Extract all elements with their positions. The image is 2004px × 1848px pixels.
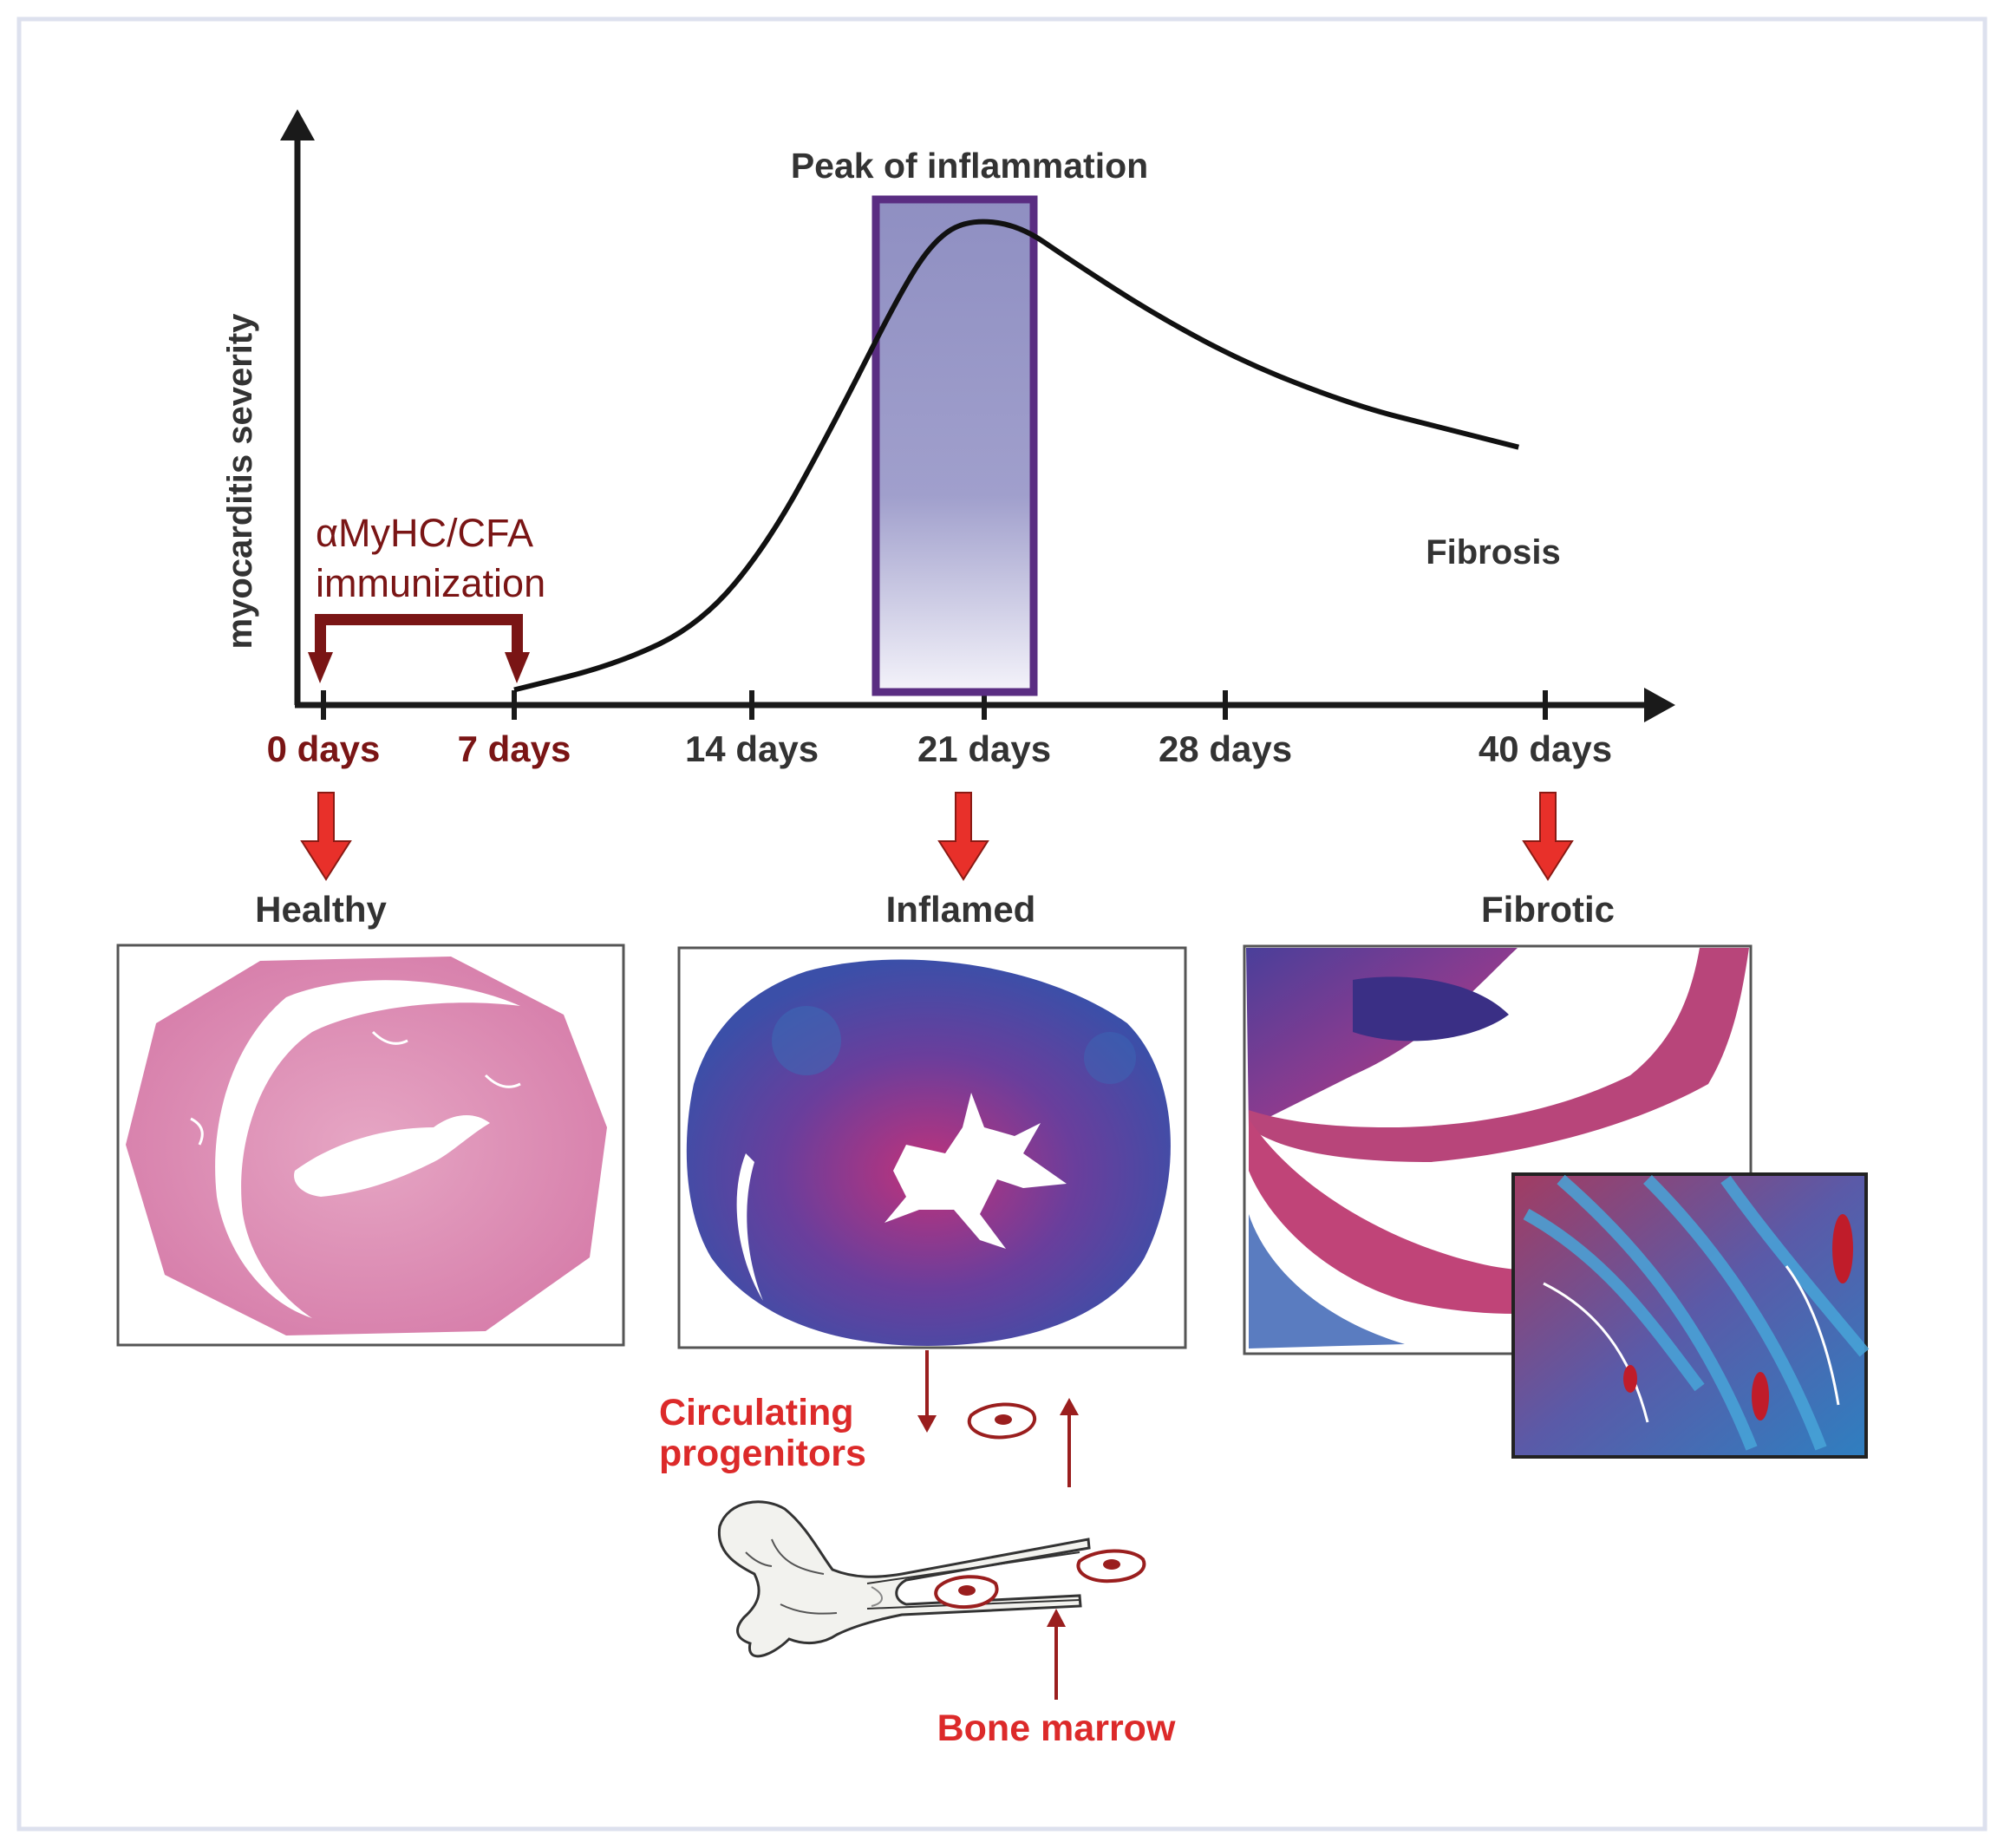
fibrotic-inset-image [1511, 1172, 1870, 1459]
inflamed-histology-image [677, 946, 1187, 1349]
x-axis-tick-labels: 0 days 7 days 14 days 21 days 28 days 40 days [267, 728, 1612, 769]
x-tick-label-7: 7 days [458, 728, 571, 769]
progenitors-label-line2: progenitors [659, 1433, 866, 1474]
up-arrow-icon [1060, 1398, 1079, 1415]
immunization-line2: immunization [316, 561, 545, 605]
down-arrow-icon [300, 792, 352, 881]
up-arrow-icon [1047, 1609, 1066, 1627]
stage-arrows [300, 792, 1574, 881]
fibrosis-label: Fibrosis [1426, 533, 1561, 571]
peak-inflammation-box [871, 195, 1038, 696]
x-tick-label-21: 21 days [917, 728, 1051, 769]
cell-icon [967, 1402, 1037, 1440]
down-arrow-icon [505, 652, 530, 683]
bone-icon [717, 1500, 1091, 1658]
immunization-bracket [308, 614, 530, 683]
x-tick-label-0: 0 days [267, 728, 381, 769]
down-arrow-icon [937, 792, 989, 881]
x-axis-arrowhead [1644, 688, 1675, 722]
bone-marrow-label: Bone marrow [937, 1708, 1176, 1749]
healthy-histology-image [116, 944, 625, 1347]
progenitors-label-line1: Circulating [659, 1392, 854, 1433]
x-tick-label-28: 28 days [1159, 728, 1292, 769]
peak-inflammation-label: Peak of inflammation [791, 146, 1148, 186]
x-tick-label-40: 40 days [1479, 728, 1612, 769]
immunization-line1: αMyHC/CFA [316, 511, 533, 555]
progenitor-flow [917, 1350, 1079, 1700]
cell-icon [934, 1575, 999, 1610]
chart-axes [280, 109, 1675, 722]
stage-label-healthy: Healthy [255, 889, 387, 930]
severity-curve [513, 219, 1520, 693]
stage-label-inflamed: Inflamed [886, 889, 1036, 930]
fibrotic-histology-image [1243, 944, 1753, 1355]
y-axis-label: myocarditis severity [221, 313, 259, 650]
down-arrow-icon [1522, 792, 1574, 881]
down-arrow-icon [917, 1415, 937, 1433]
x-tick-label-14: 14 days [685, 728, 819, 769]
stage-label-fibrotic: Fibrotic [1481, 889, 1615, 930]
x-axis-ticks [321, 690, 1548, 720]
cell-icon [1076, 1549, 1146, 1584]
y-axis-arrowhead [280, 109, 315, 140]
down-arrow-icon [308, 652, 333, 683]
